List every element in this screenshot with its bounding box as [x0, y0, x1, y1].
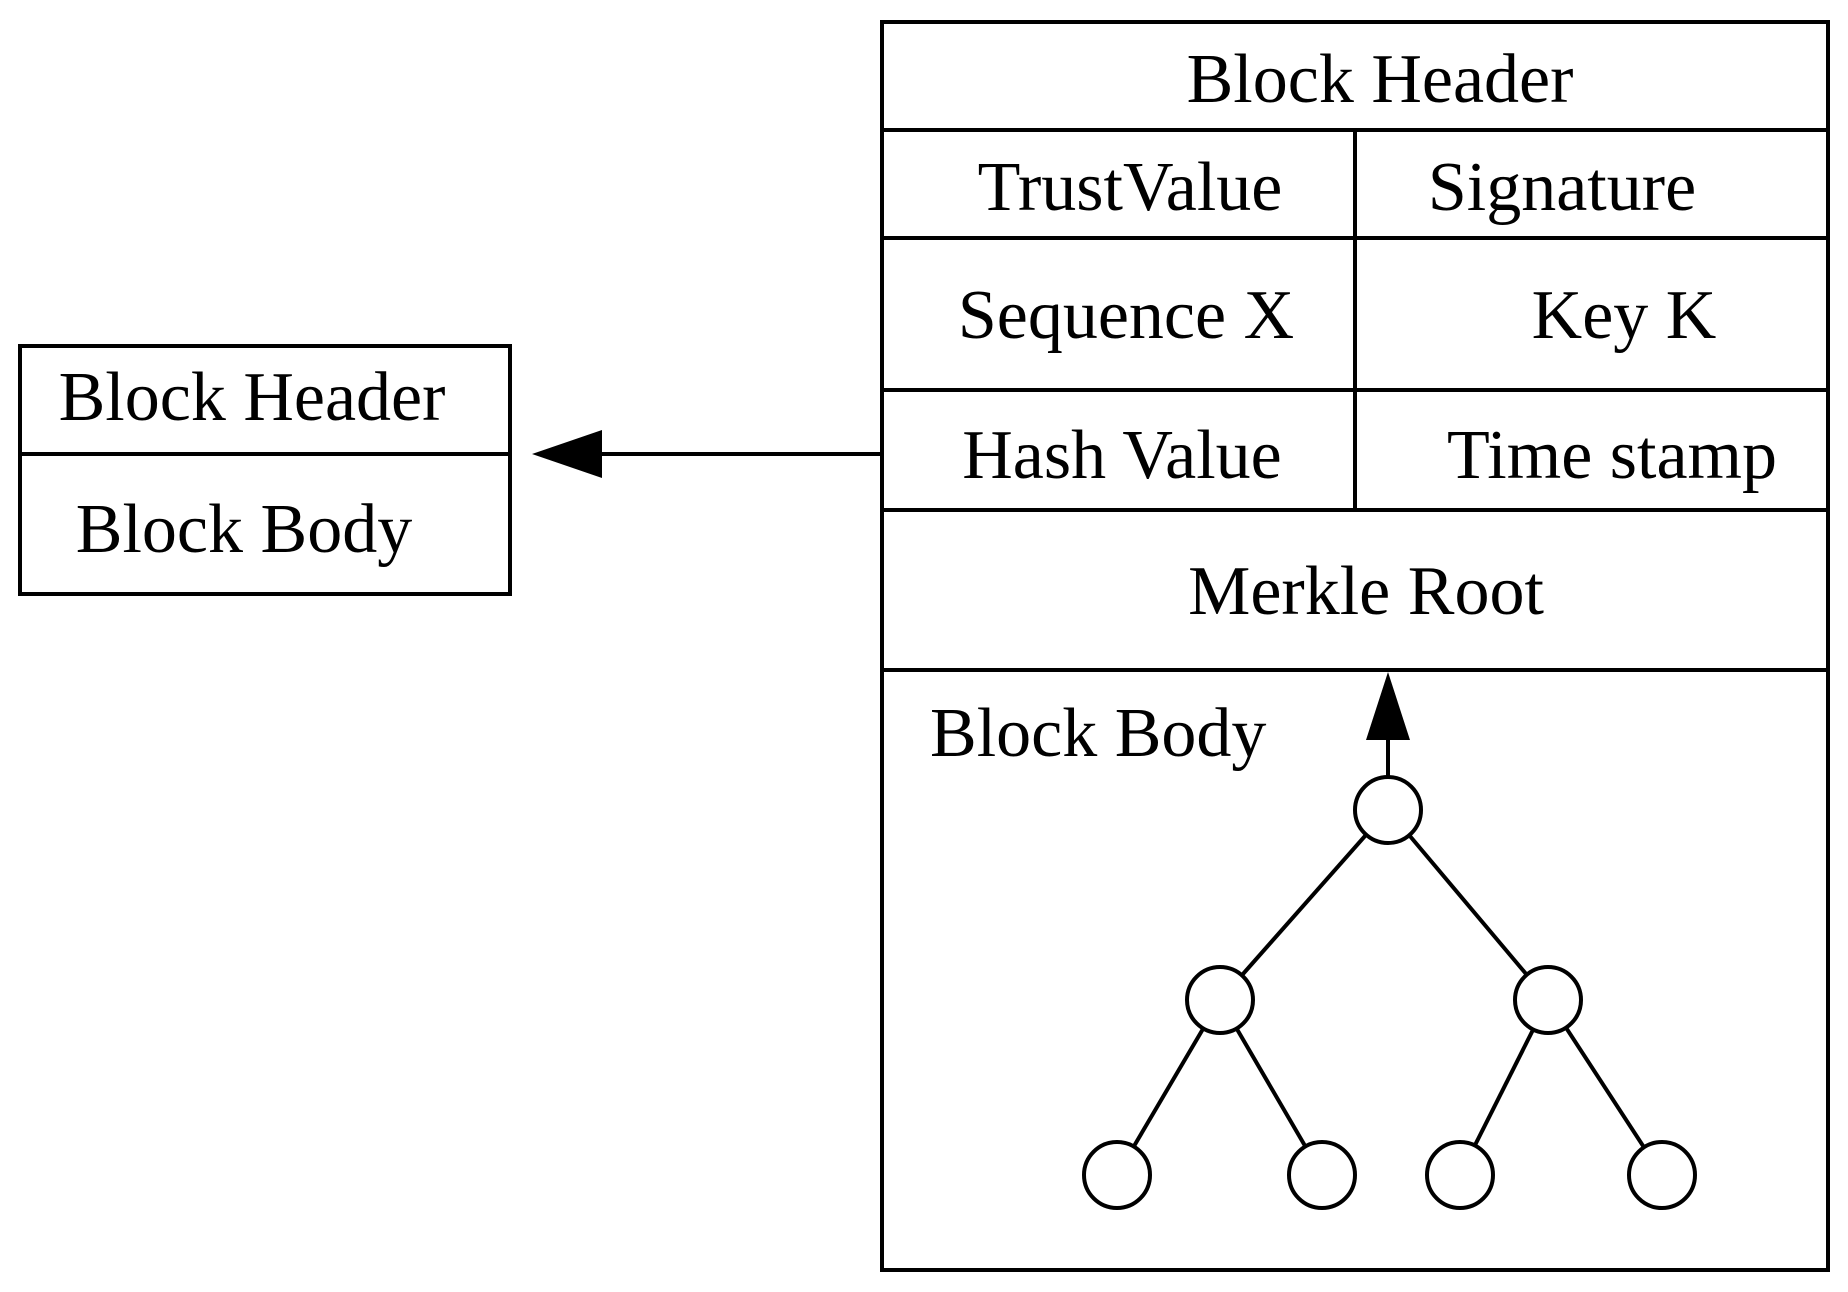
detail-block: [880, 20, 1830, 1272]
detail-block-frame: [880, 20, 1830, 1272]
merkle-tree-nodes: [1082, 775, 1697, 1210]
tree-leaf: [1082, 1140, 1152, 1210]
hash-value-label: Hash Value: [962, 417, 1282, 494]
tree-node-right: [1513, 965, 1583, 1035]
tree-leaf: [1627, 1140, 1697, 1210]
tree-node-left: [1185, 965, 1255, 1035]
time-stamp-label: Time stamp: [1447, 417, 1777, 494]
link-arrow: [532, 430, 880, 478]
key-label: Key K: [1531, 277, 1717, 354]
tree-node-root: [1353, 775, 1423, 845]
merkle-up-arrow: [1366, 672, 1410, 778]
link-arrow-head: [532, 430, 602, 478]
merkle-up-arrow-head: [1366, 672, 1410, 740]
merkle-root-label: Merkle Root: [1188, 553, 1544, 630]
small-block: [18, 344, 512, 596]
trust-value-label: TrustValue: [977, 149, 1283, 226]
tree-edge: [1218, 808, 1390, 1002]
small-block-body-label: Block Body: [75, 491, 413, 568]
sequence-label: Sequence X: [957, 277, 1295, 354]
signature-label: Signature: [1427, 149, 1697, 226]
tree-edge: [1386, 808, 1550, 1002]
tree-leaf: [1425, 1140, 1495, 1210]
detail-body-label: Block Body: [930, 695, 1267, 772]
detail-header-title: Block Header: [1186, 41, 1574, 118]
small-block-header-label: Block Header: [58, 359, 446, 436]
tree-leaf: [1287, 1140, 1357, 1210]
small-block-frame: [18, 344, 512, 596]
